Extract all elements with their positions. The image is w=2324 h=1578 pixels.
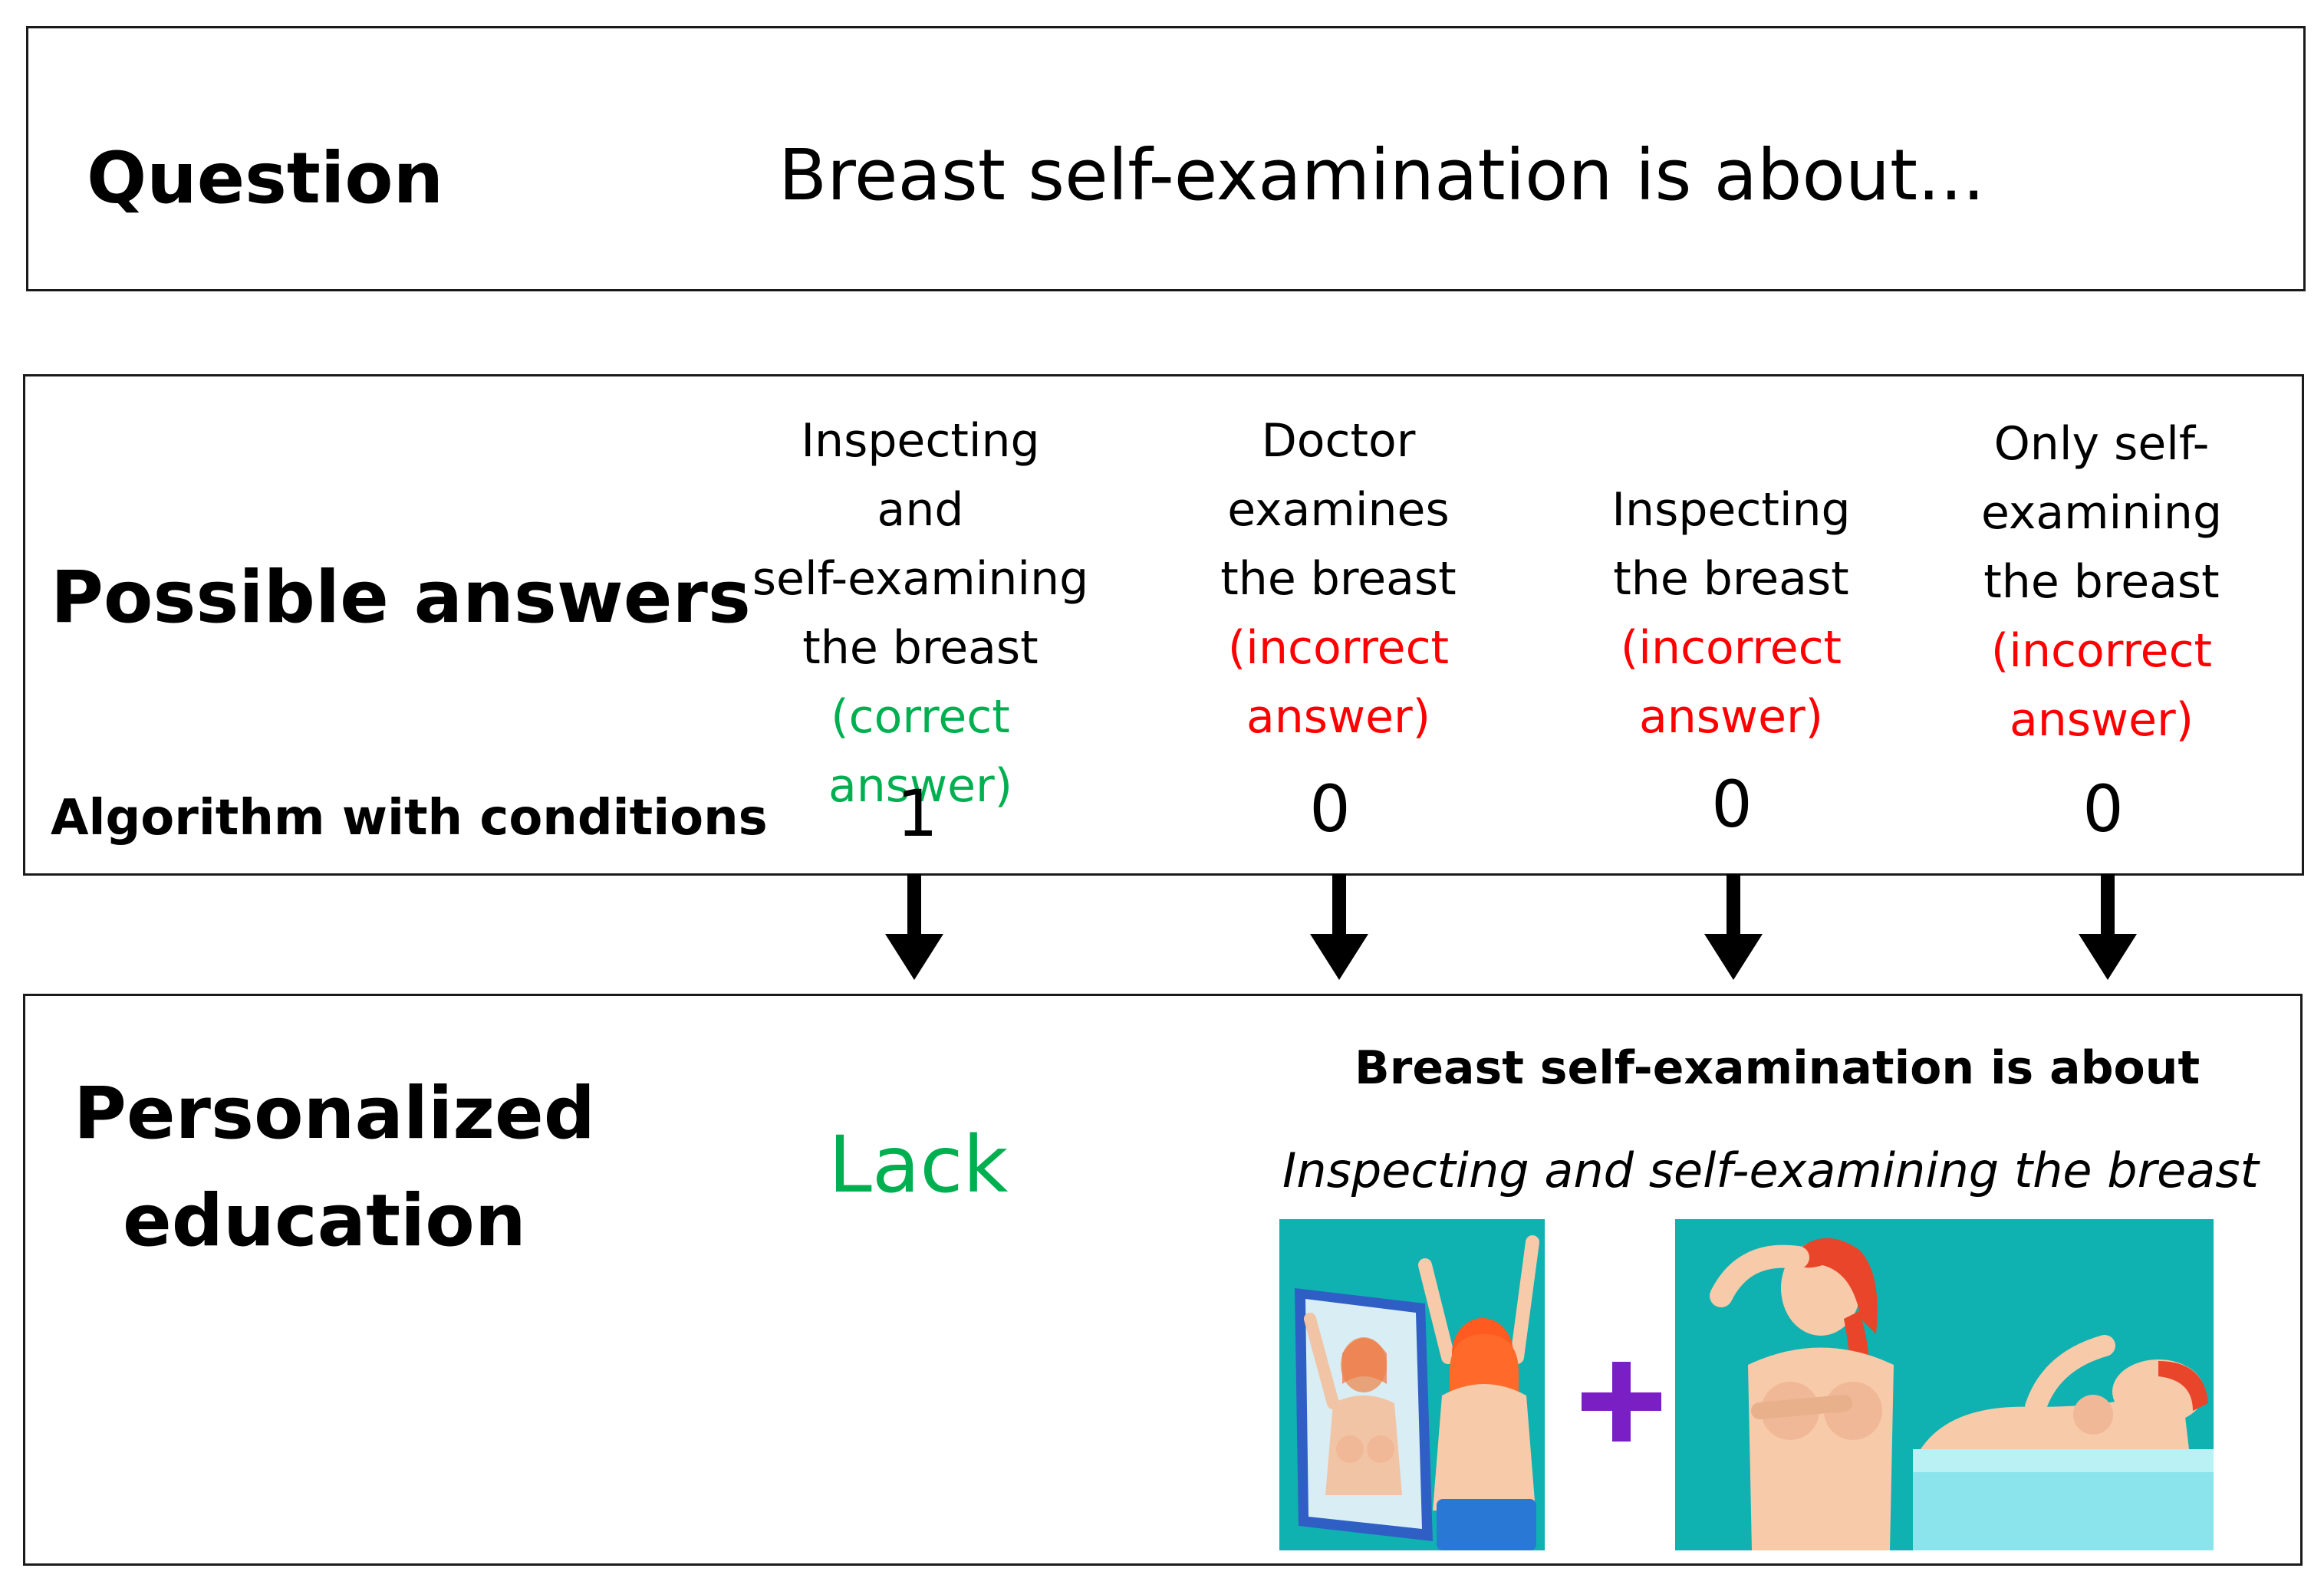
down-arrow-icon: [1704, 874, 1763, 980]
plus-icon: [1582, 1362, 1661, 1442]
answer-score-4: 0: [2082, 771, 2124, 847]
answer-score-3: 0: [1711, 767, 1753, 842]
answer-option-3: Inspecting the breast (incorrect answer): [1562, 475, 1900, 751]
answer-option-1: Inspecting and self-examining the breast…: [752, 406, 1089, 820]
answer-verdict: (incorrect answer): [1990, 624, 2213, 747]
question-text: Breast self-examination is about...: [779, 134, 1985, 216]
answers-header: Possible answers: [51, 556, 751, 639]
down-arrow-icon: [1310, 874, 1368, 980]
answer-score-1: 1: [897, 776, 938, 851]
mirror-inspection-illustration: [1279, 1219, 1545, 1550]
self-palpation-illustration: [1675, 1219, 2214, 1550]
answer-option-2: Doctor examines the breast (incorrect an…: [1170, 406, 1507, 751]
answer-label: Only self- examining the breast: [1980, 417, 2223, 609]
question-panel: Question Breast self-examination is abou…: [26, 26, 2306, 291]
answer-verdict: (incorrect answer): [1227, 621, 1450, 744]
answer-score-2: 0: [1309, 771, 1351, 847]
down-arrow-icon: [2079, 874, 2137, 980]
answer-label: Doctor examines the breast: [1220, 414, 1457, 606]
answer-label: Inspecting the breast: [1611, 483, 1851, 606]
education-title: Breast self-examination is about: [1355, 1041, 2201, 1095]
mirror-inspection-drawing: [1295, 1235, 1539, 1550]
question-header: Question: [87, 137, 444, 219]
answers-panel: [23, 374, 2304, 876]
answer-option-4: Only self- examining the breast (incorre…: [1933, 409, 2270, 754]
down-arrow-icon: [885, 874, 943, 980]
answer-label: Inspecting and self-examining the breast: [752, 414, 1089, 675]
education-subtitle: Inspecting and self-examining the breast: [1282, 1142, 2259, 1198]
lack-label: Lack: [828, 1119, 1009, 1211]
algorithm-label: Algorithm with conditions: [51, 790, 768, 847]
answer-verdict: (incorrect answer): [1620, 621, 1842, 744]
answer-verdict: (correct answer): [828, 690, 1013, 813]
education-header-line1: Personalized: [74, 1072, 596, 1156]
education-header-line2: education: [123, 1179, 526, 1263]
self-palpation-drawing: [1710, 1238, 2214, 1550]
